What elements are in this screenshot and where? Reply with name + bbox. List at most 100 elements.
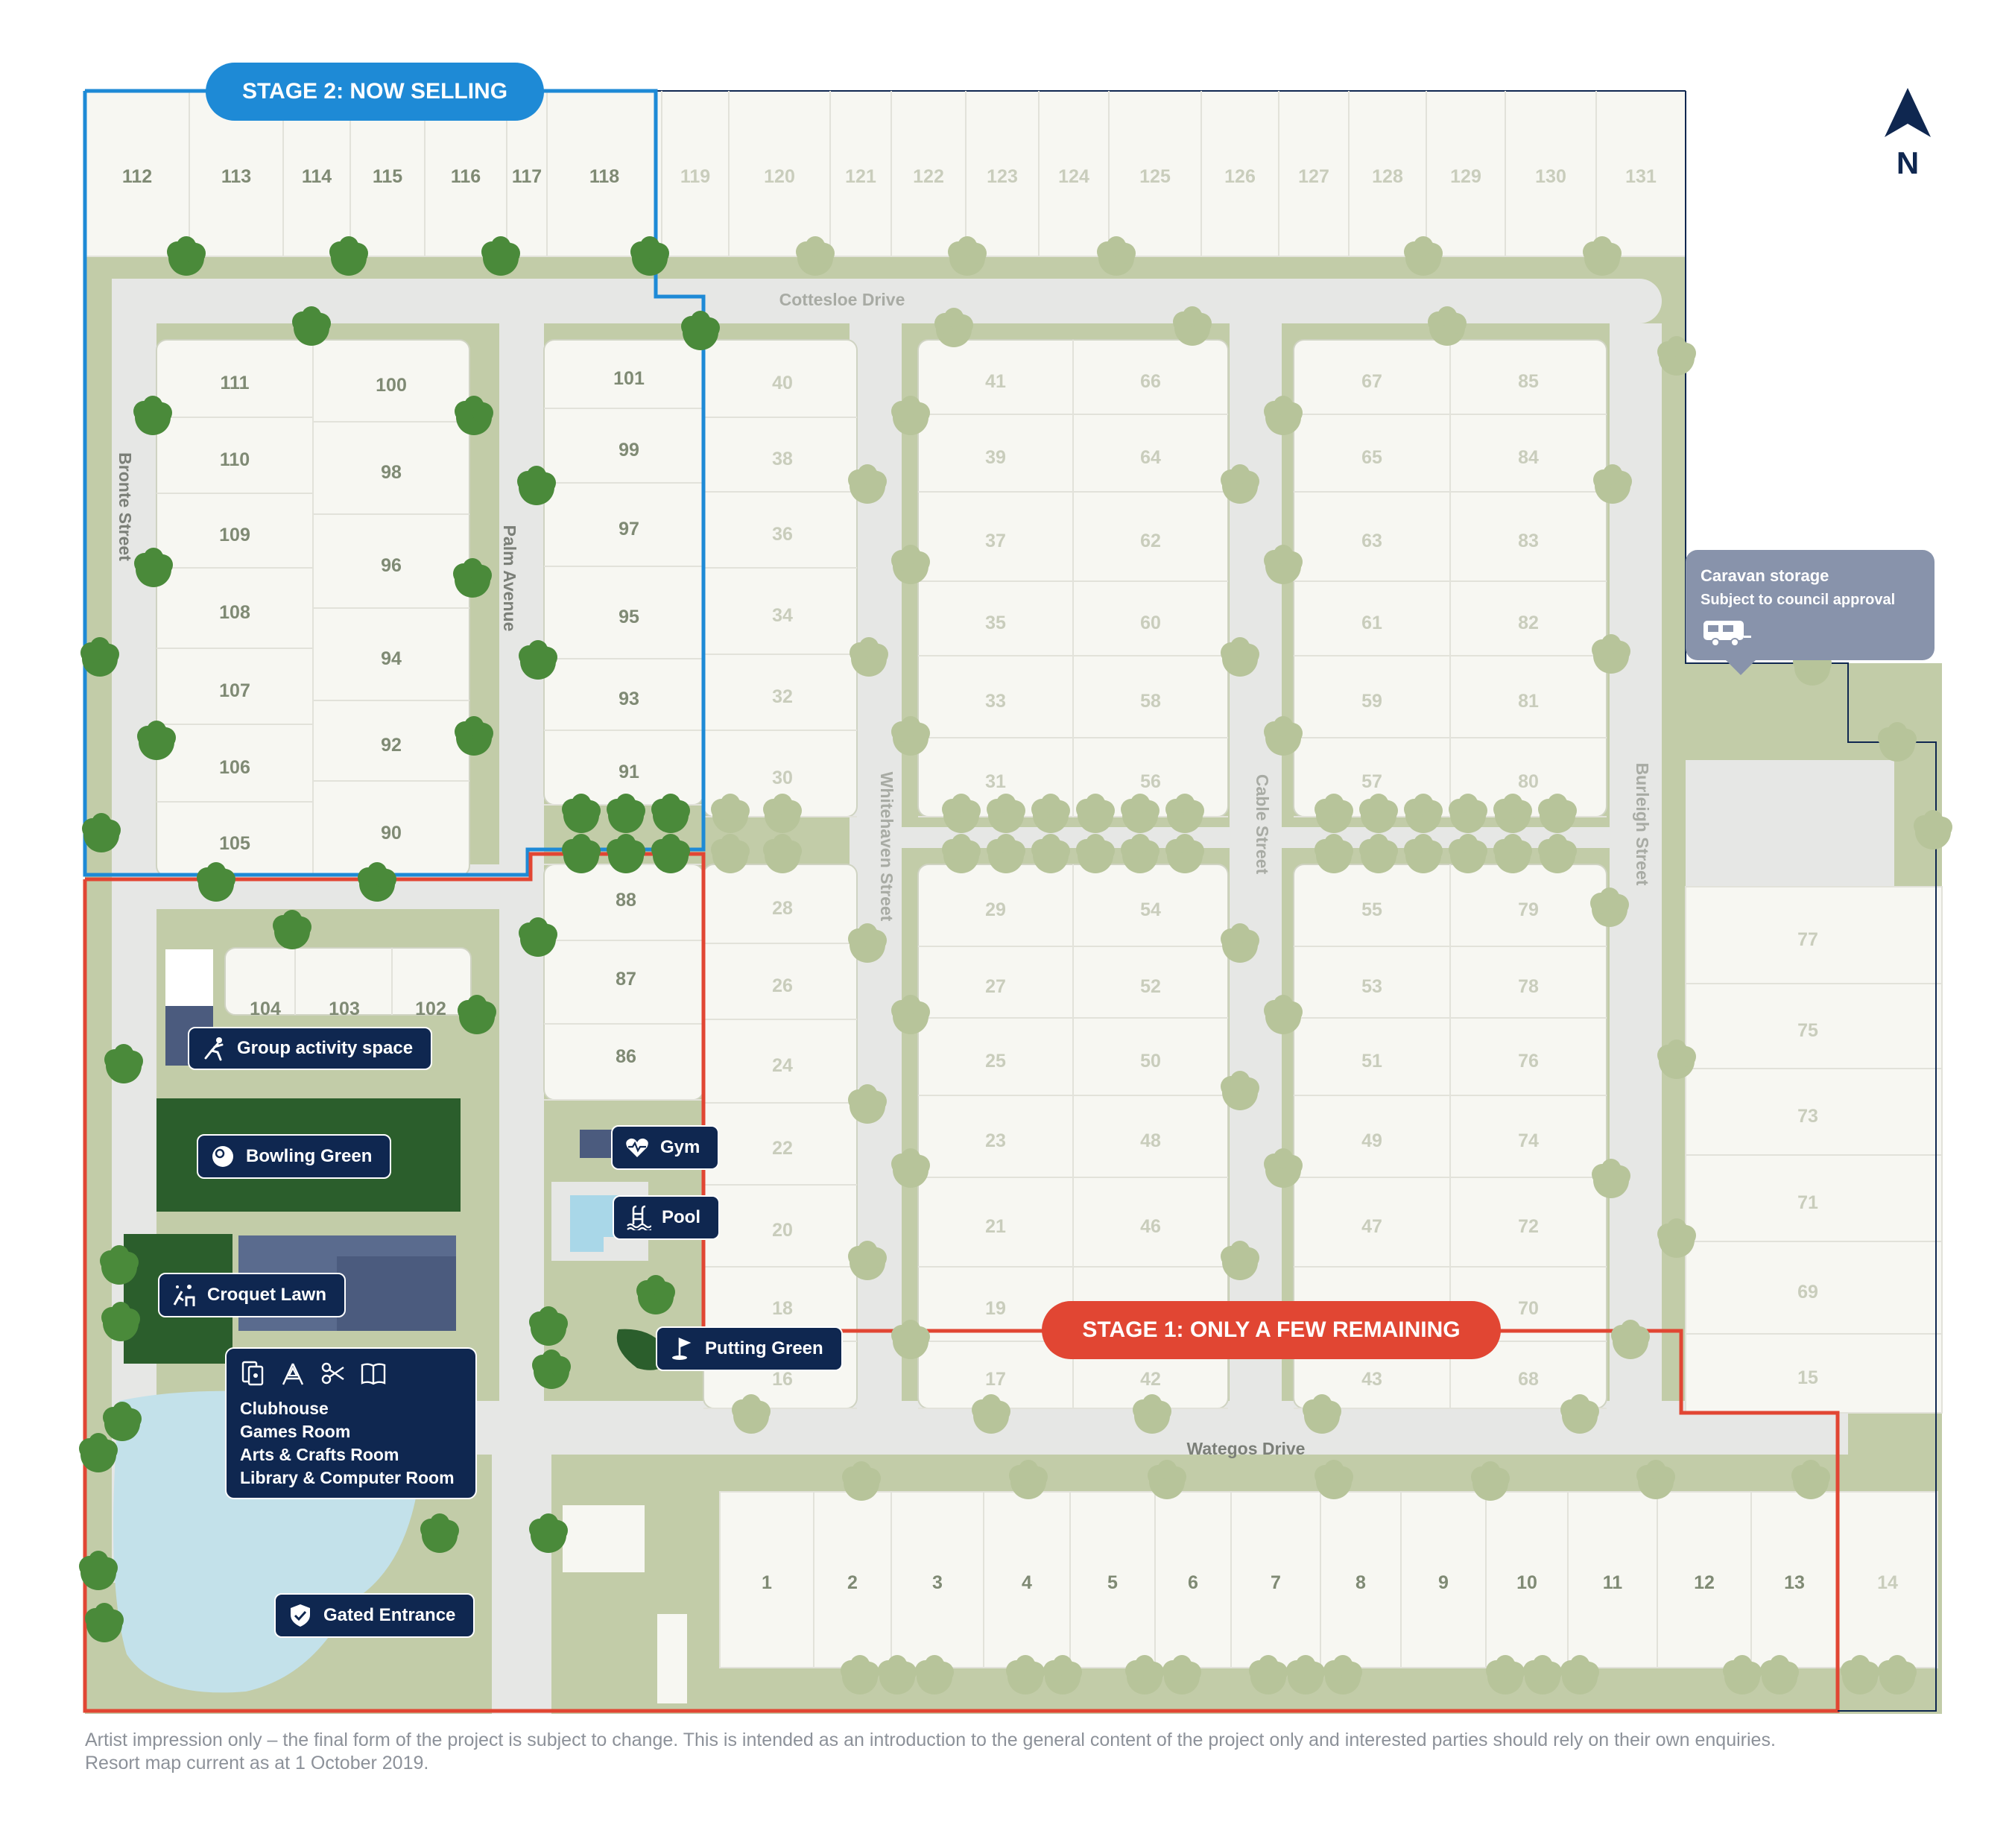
tree-icon <box>607 834 645 873</box>
tree-icon <box>1315 794 1353 833</box>
lot-block <box>703 339 858 817</box>
lot-number: 46 <box>1140 1216 1161 1237</box>
lot-number: 31 <box>985 771 1006 792</box>
tree-icon <box>1583 236 1622 276</box>
tree-icon <box>763 794 802 833</box>
lot-number: 1 <box>762 1572 772 1593</box>
lot-number: 109 <box>219 525 250 545</box>
tree-icon <box>1359 834 1398 873</box>
tree-icon <box>1221 1071 1259 1110</box>
lot-number: 121 <box>845 166 876 187</box>
lot-number: 93 <box>619 689 639 709</box>
gated-entrance-label[interactable]: Gated Entrance <box>274 1593 475 1638</box>
lot-number: 42 <box>1140 1369 1161 1390</box>
tree-icon <box>1076 834 1115 873</box>
stage2-badge: STAGE 2: NOW SELLING <box>206 63 544 121</box>
tree-icon <box>636 1275 675 1314</box>
lot-number: 29 <box>985 899 1006 920</box>
disclaimer-line-2: Resort map current as at 1 October 2019. <box>85 1753 429 1773</box>
tree-icon <box>1471 1461 1510 1501</box>
caravan-storage-callout[interactable]: Caravan storage Subject to council appro… <box>1686 550 1935 675</box>
lot-number: 59 <box>1361 691 1382 712</box>
east-boundary <box>1685 91 1937 1712</box>
lot-number: 91 <box>619 762 639 782</box>
lot-number: 80 <box>1518 771 1539 792</box>
tree-icon <box>1165 794 1204 833</box>
street-cottesloe: Cottesloe Drive <box>779 290 905 309</box>
lot-number: 129 <box>1450 166 1481 187</box>
tree-icon <box>891 1148 930 1188</box>
tree-icon <box>1791 1460 1830 1499</box>
pool-label[interactable]: Pool <box>613 1195 720 1240</box>
lot-number: 76 <box>1518 1051 1539 1072</box>
lot-number: 90 <box>381 823 402 844</box>
croquet-lawn-label[interactable]: Croquet Lawn <box>158 1273 346 1317</box>
tree-icon <box>942 834 981 873</box>
lot-number: 87 <box>616 969 636 990</box>
lot-number: 105 <box>219 833 250 854</box>
tree-icon <box>1148 1460 1186 1499</box>
bowling-ball-icon <box>210 1144 235 1169</box>
tree-icon <box>1221 464 1259 504</box>
tree-icon <box>1031 834 1070 873</box>
tree-icon <box>532 1349 571 1389</box>
tree-icon <box>891 396 930 435</box>
tree-icon <box>1221 637 1259 677</box>
tree-icon <box>1264 995 1303 1034</box>
tree-icon <box>1560 1655 1599 1694</box>
lot-number: 25 <box>985 1051 1006 1072</box>
putting-green-label[interactable]: Putting Green <box>656 1326 843 1371</box>
tree-icon <box>942 794 981 833</box>
tree-icon <box>1031 794 1070 833</box>
lot-number: 99 <box>619 440 639 461</box>
lot-number: 113 <box>221 166 251 187</box>
lot-number: 69 <box>1797 1282 1818 1303</box>
lot-number: 52 <box>1140 976 1161 997</box>
lot-number: 123 <box>987 166 1018 187</box>
tree-icon <box>80 637 119 677</box>
tree-icon <box>1404 834 1443 873</box>
easel-icon <box>280 1361 306 1390</box>
lot-number: 28 <box>772 898 793 919</box>
lot-number: 66 <box>1140 371 1161 392</box>
tree-icon <box>1878 722 1917 762</box>
lot-block <box>224 947 472 1016</box>
putting-green-text: Putting Green <box>705 1338 823 1358</box>
exercise-icon <box>201 1036 227 1061</box>
lot-number: 103 <box>329 999 360 1019</box>
scissors-icon <box>320 1361 346 1390</box>
tree-icon <box>763 834 802 873</box>
lot-number: 32 <box>772 686 793 707</box>
tree-icon <box>1404 794 1443 833</box>
trees <box>79 236 1952 1694</box>
tree-icon <box>85 1603 124 1642</box>
tree-icon <box>1221 923 1259 963</box>
lot-number: 112 <box>122 166 152 187</box>
lot-number: 94 <box>381 648 402 669</box>
tree-icon <box>848 1084 887 1124</box>
clubhouse-callout[interactable]: Clubhouse Games Room Arts & Crafts Room … <box>225 1347 477 1499</box>
lot-number: 84 <box>1518 447 1539 468</box>
lot-number: 19 <box>985 1298 1006 1319</box>
lot-number: 57 <box>1361 771 1382 792</box>
lot-number: 30 <box>772 768 793 788</box>
lot-number: 96 <box>381 555 402 576</box>
tree-icon <box>529 1513 568 1553</box>
group-activity-label[interactable]: Group activity space <box>188 1027 433 1070</box>
bowling-green-label[interactable]: Bowling Green <box>197 1134 392 1179</box>
lot-number: 125 <box>1139 166 1171 187</box>
tree-icon <box>1841 1655 1879 1694</box>
lot-number: 77 <box>1797 929 1818 950</box>
lot-number: 5 <box>1107 1572 1118 1593</box>
tree-icon <box>197 862 235 902</box>
tree-icon <box>1590 887 1629 927</box>
gym-label[interactable]: Gym <box>611 1125 720 1170</box>
tree-icon <box>562 834 601 873</box>
lot-number: 111 <box>221 373 250 393</box>
lot-number: 22 <box>772 1138 793 1159</box>
lot-number: 97 <box>619 519 639 539</box>
lot-number: 65 <box>1361 447 1382 468</box>
tree-icon <box>1538 834 1577 873</box>
tree-icon <box>1523 1655 1562 1694</box>
tree-icon <box>1009 1460 1048 1499</box>
